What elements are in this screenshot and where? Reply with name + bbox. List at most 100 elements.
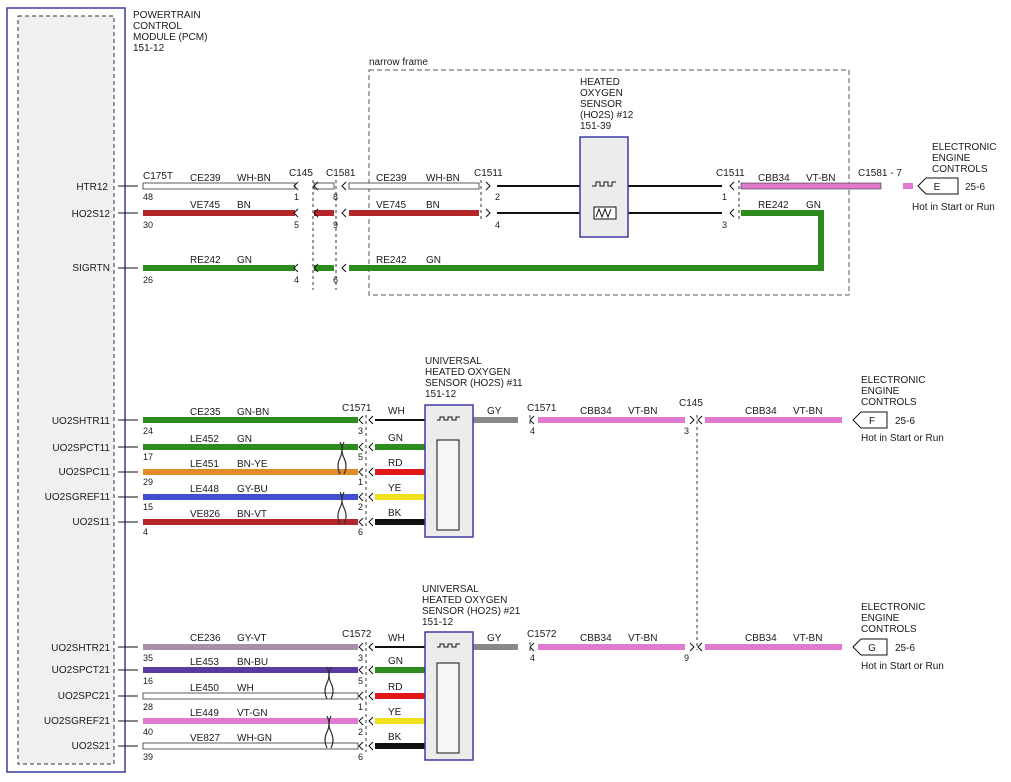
- svg-text:GY: GY: [487, 633, 502, 644]
- conn-c1581-7: C1581 - 7: [858, 168, 902, 179]
- eec-ref-e: E 25-6 ELECTRONIC ENGINE CONTROLS Hot in…: [912, 142, 996, 213]
- svg-text:8: 8: [333, 192, 338, 202]
- svg-text:CONTROLS: CONTROLS: [932, 164, 988, 175]
- svg-text:LE449: LE449: [190, 708, 219, 719]
- svg-text:4: 4: [294, 275, 299, 285]
- conn-c1511-a: C1511: [474, 168, 503, 179]
- svg-text:HEATED OXYGEN: HEATED OXYGEN: [425, 367, 510, 378]
- ho2s12-sensor: HEATED OXYGEN SENSOR (HO2S) #12 151-39: [579, 77, 634, 238]
- svg-text:9: 9: [684, 653, 689, 663]
- narrow-frame-label: narrow frame: [369, 57, 428, 68]
- svg-text:C1571: C1571: [527, 403, 557, 414]
- pin-uo2shtr21: UO2SHTR21: [51, 643, 110, 654]
- svg-text:GN-BN: GN-BN: [237, 407, 269, 418]
- svg-text:CONTROLS: CONTROLS: [861, 397, 917, 408]
- svg-text:1: 1: [722, 192, 727, 202]
- svg-text:WH-GN: WH-GN: [237, 733, 272, 744]
- conn-c1511-b: C1511: [716, 168, 745, 179]
- pin-sigrtn: SIGRTN: [72, 263, 110, 274]
- svg-text:3: 3: [722, 220, 727, 230]
- svg-text:4: 4: [495, 220, 500, 230]
- circ-bn-a: BN: [237, 200, 251, 211]
- narrow-frame: [368, 69, 850, 296]
- svg-text:39: 39: [143, 752, 153, 762]
- svg-text:5: 5: [294, 220, 299, 230]
- pin-uo2sgref11: UO2SGREF11: [45, 492, 111, 503]
- pin-uo2spc21: UO2SPC21: [58, 691, 111, 702]
- svg-text:25-6: 25-6: [895, 643, 915, 654]
- svg-text:3: 3: [684, 426, 689, 436]
- svg-text:LE448: LE448: [190, 484, 219, 495]
- svg-text:VT-BN: VT-BN: [628, 406, 657, 417]
- svg-text:151-12: 151-12: [425, 389, 457, 400]
- svg-text:UNIVERSAL: UNIVERSAL: [425, 356, 482, 367]
- svg-text:Hot in Start or Run: Hot in Start or Run: [861, 433, 944, 444]
- svg-text:17: 17: [143, 452, 153, 462]
- pin-uo2shtr11: UO2SHTR11: [52, 416, 111, 427]
- pin-uo2s11: UO2S11: [72, 517, 110, 528]
- svg-text:ENGINE: ENGINE: [861, 613, 900, 624]
- svg-text:9: 9: [333, 220, 338, 230]
- svg-text:3: 3: [358, 653, 363, 663]
- conn-c175t: C175T: [143, 171, 173, 182]
- svg-text:40: 40: [143, 727, 153, 737]
- svg-text:26: 26: [143, 275, 153, 285]
- pcm-title-1: POWERTRAIN: [133, 10, 201, 21]
- uho2s21-sensor: UNIVERSAL HEATED OXYGEN SENSOR (HO2S) #2…: [422, 584, 521, 761]
- circ-ce239-b: CE239: [376, 173, 407, 184]
- svg-text:48: 48: [143, 192, 153, 202]
- ho2s12-title-5: 151-39: [580, 121, 612, 132]
- svg-text:RD: RD: [388, 458, 402, 469]
- svg-text:HEATED OXYGEN: HEATED OXYGEN: [422, 595, 507, 606]
- circ-re242-c: RE242: [758, 200, 789, 211]
- svg-text:35: 35: [143, 653, 153, 663]
- svg-text:VT-GN: VT-GN: [237, 708, 268, 719]
- pin-uo2sgref21: UO2SGREF21: [44, 716, 111, 727]
- svg-text:LE451: LE451: [190, 459, 219, 470]
- svg-text:CBB34: CBB34: [745, 406, 777, 417]
- svg-text:6: 6: [358, 527, 363, 537]
- svg-text:24: 24: [143, 426, 153, 436]
- mid-section-wires: [143, 417, 842, 525]
- conn-c145: C145: [289, 168, 313, 179]
- svg-text:VE826: VE826: [190, 509, 220, 520]
- ho2s12-title-2: OXYGEN: [580, 88, 623, 99]
- svg-text:25-6: 25-6: [895, 416, 915, 427]
- svg-text:BK: BK: [388, 732, 402, 743]
- circ-ve745-a: VE745: [190, 200, 220, 211]
- svg-text:C1572: C1572: [342, 629, 372, 640]
- pin-uo2spc11: UO2SPC11: [58, 467, 110, 478]
- svg-text:29: 29: [143, 477, 153, 487]
- svg-text:GN: GN: [388, 656, 403, 667]
- svg-text:GY-BU: GY-BU: [237, 484, 268, 495]
- svg-text:ELECTRONIC: ELECTRONIC: [861, 602, 925, 613]
- svg-text:5: 5: [358, 452, 363, 462]
- svg-text:1: 1: [294, 192, 299, 202]
- circ-ve745-b: VE745: [376, 200, 406, 211]
- svg-text:ELECTRONIC: ELECTRONIC: [861, 375, 925, 386]
- uho2s11-sensor: UNIVERSAL HEATED OXYGEN SENSOR (HO2S) #1…: [424, 356, 523, 538]
- svg-text:ENGINE: ENGINE: [932, 153, 971, 164]
- svg-text:GY-VT: GY-VT: [237, 633, 267, 644]
- pin-htr12: HTR12: [76, 182, 108, 193]
- svg-text:UNIVERSAL: UNIVERSAL: [422, 584, 479, 595]
- svg-text:1: 1: [358, 702, 363, 712]
- svg-text:LE452: LE452: [190, 434, 219, 445]
- top-connector-links: [312, 180, 740, 290]
- svg-text:2: 2: [358, 502, 363, 512]
- ho2s12-title-1: HEATED: [580, 77, 620, 88]
- svg-text:BN-BU: BN-BU: [237, 657, 268, 668]
- circ-gn-a: GN: [237, 255, 252, 266]
- ho2s12-title-4: (HO2S) #12: [580, 110, 634, 121]
- svg-text:Hot in Start or Run: Hot in Start or Run: [861, 661, 944, 672]
- svg-text:BK: BK: [388, 508, 402, 519]
- pcm-pin-labels: HTR12 HO2S12 SIGRTN UO2SHTR11 UO2SPCT11 …: [44, 182, 111, 752]
- svg-text:GY: GY: [487, 406, 502, 417]
- svg-text:GN: GN: [237, 434, 252, 445]
- svg-text:4: 4: [143, 527, 148, 537]
- svg-text:BN-YE: BN-YE: [237, 459, 268, 470]
- svg-text:WH: WH: [388, 633, 405, 644]
